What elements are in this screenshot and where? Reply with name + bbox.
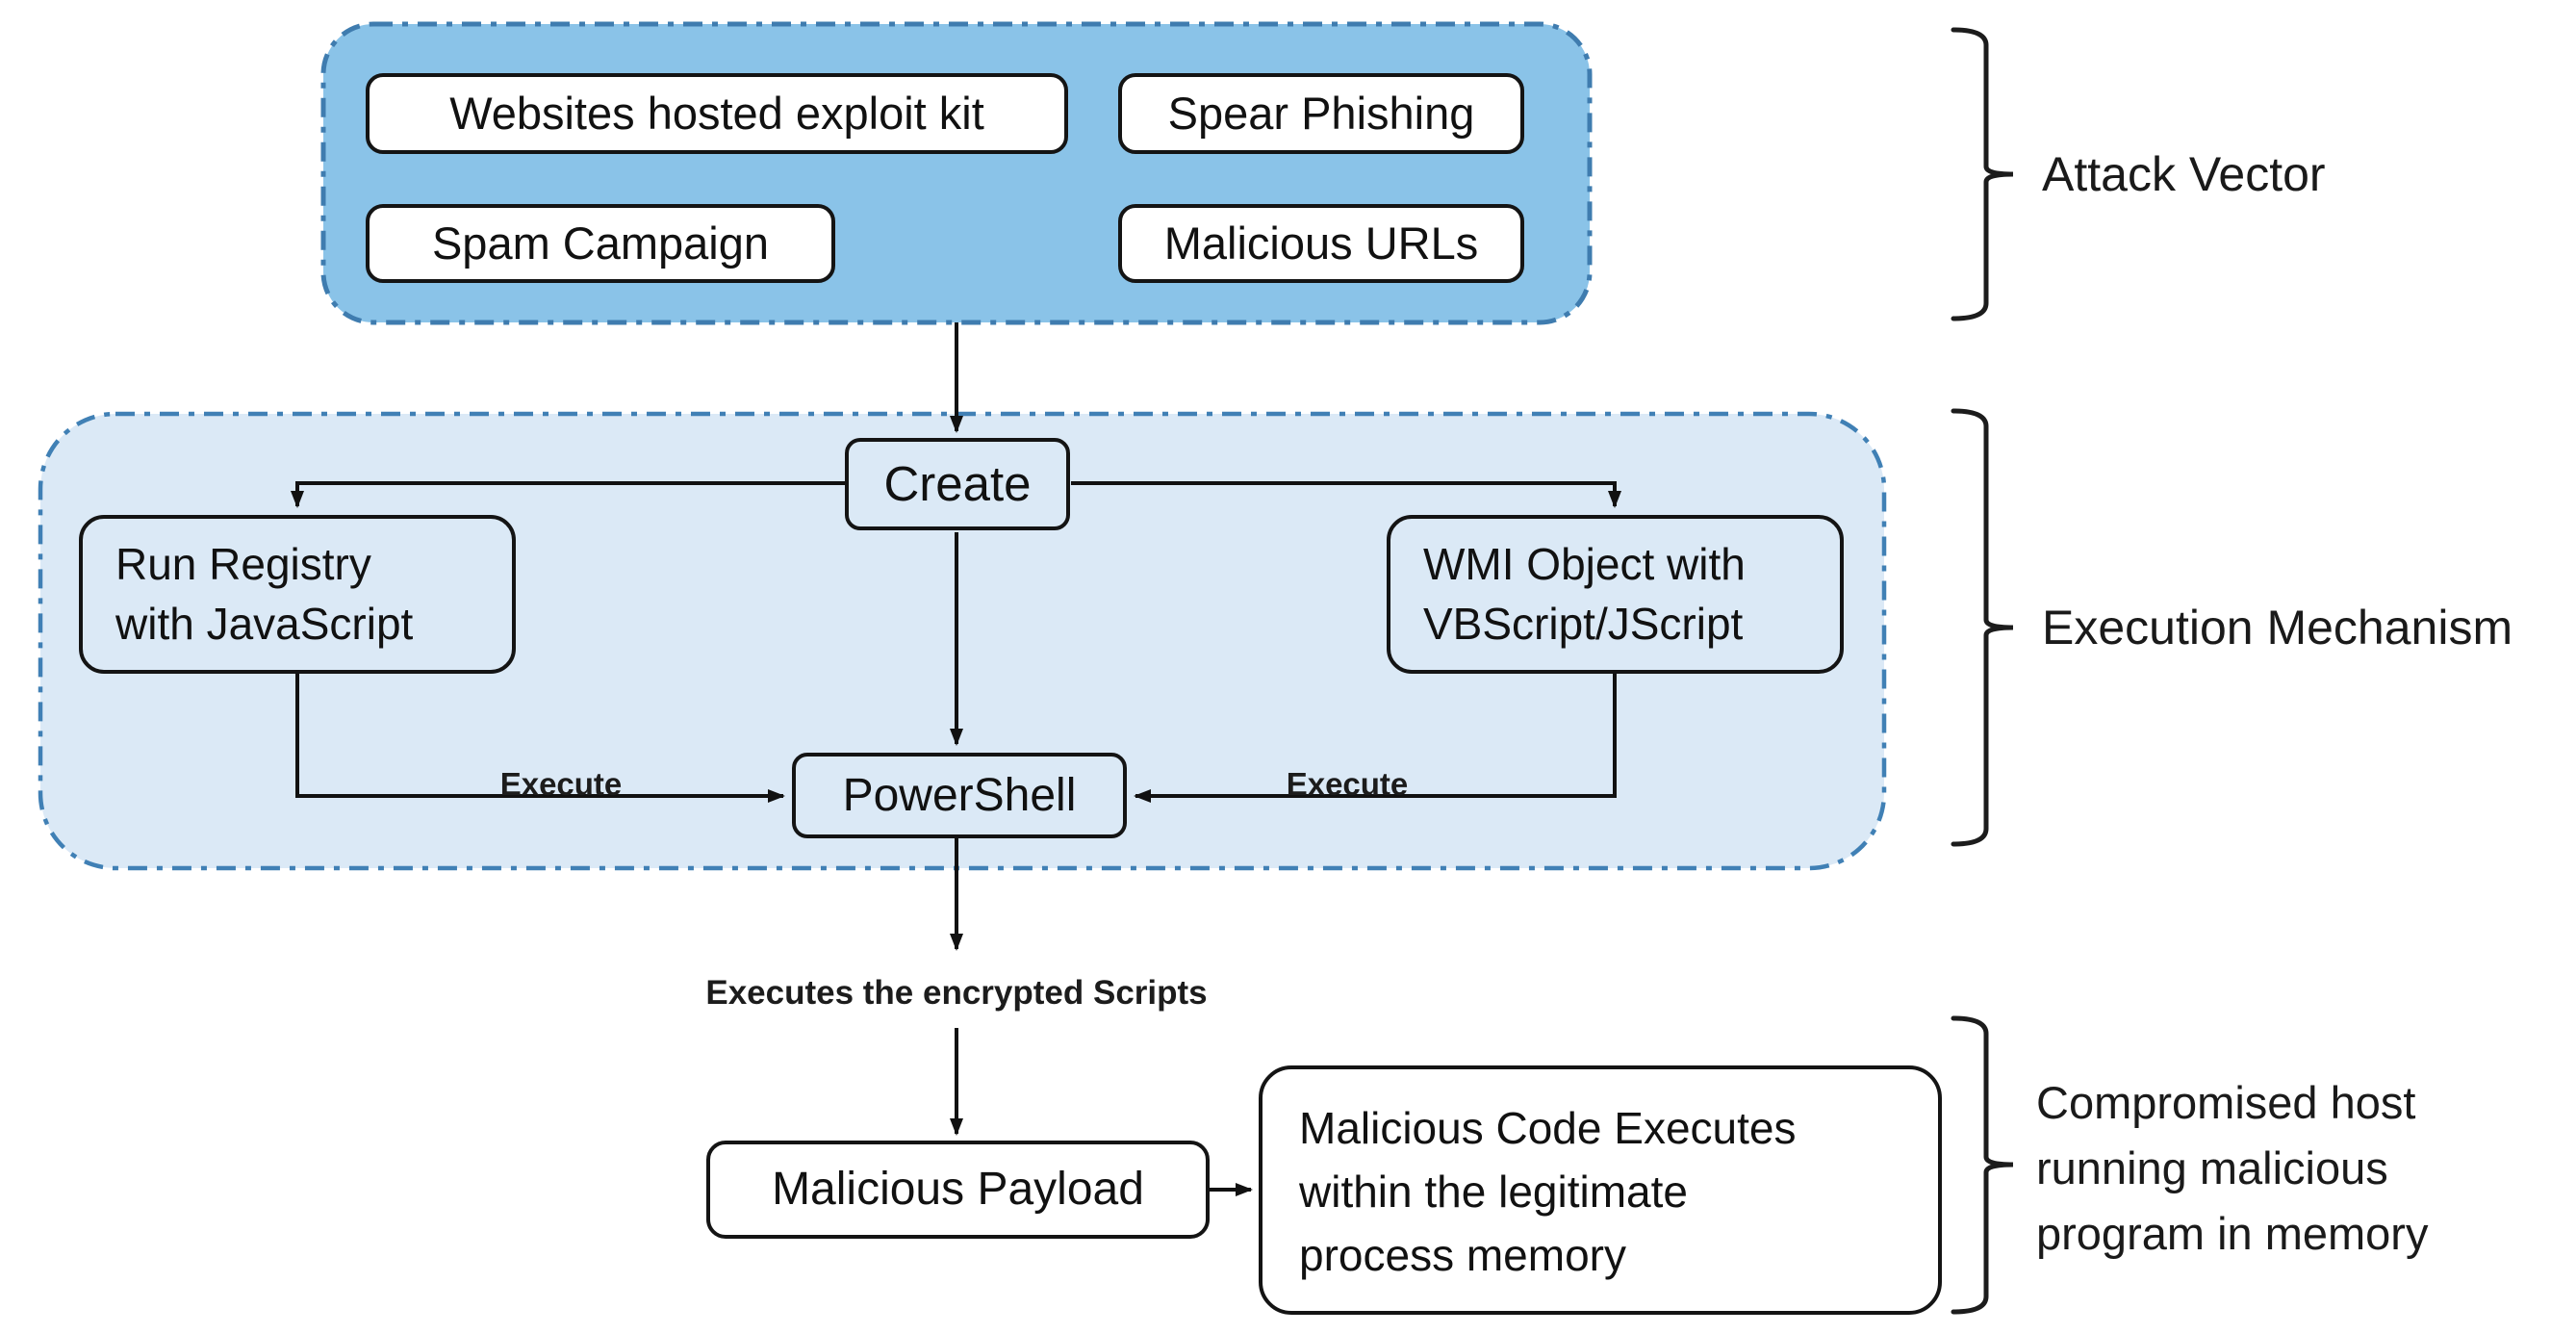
edge-label-execute-left: Execute	[499, 766, 623, 802]
label-execution-mechanism: Execution Mechanism	[2042, 601, 2513, 654]
node-malicious-code-executes: Malicious Code Executes within the legit…	[1259, 1065, 1942, 1315]
label-compromised-host-line3: program in memory	[2036, 1208, 2429, 1259]
node-malicious-code-line2: within the legitimate	[1299, 1167, 1688, 1217]
node-malicious-urls: Malicious URLs	[1118, 204, 1524, 283]
node-powershell: PowerShell	[792, 753, 1127, 838]
node-websites-hosted-exploit-kit: Websites hosted exploit kit	[366, 73, 1068, 154]
label-compromised-host: Compromised host running malicious progr…	[2036, 1070, 2428, 1267]
node-wmi-object-line1: WMI Object with	[1423, 539, 1746, 589]
node-spam-campaign: Spam Campaign	[366, 204, 835, 283]
arrow-wmi-to-powershell	[1134, 674, 1617, 803]
node-run-registry-line2: with JavaScript	[115, 599, 414, 649]
node-malicious-payload: Malicious Payload	[706, 1141, 1210, 1239]
bracket-execution-mechanism	[1951, 408, 2014, 847]
arrow-create-to-wmi	[1071, 481, 1621, 508]
node-wmi-object: WMI Object with VBScript/JScript	[1387, 515, 1844, 674]
label-compromised-host-line2: running malicious	[2036, 1142, 2388, 1193]
arrow-runregistry-to-powershell	[295, 674, 785, 803]
arrow-create-to-runregistry	[291, 481, 845, 508]
edge-label-executes-encrypted-scripts: Executes the encrypted Scripts	[705, 974, 1208, 1012]
label-compromised-host-line1: Compromised host	[2036, 1077, 2416, 1128]
node-malicious-code-line1: Malicious Code Executes	[1299, 1103, 1797, 1153]
bracket-compromised-host	[1951, 1015, 2014, 1315]
node-create: Create	[845, 438, 1070, 530]
node-spear-phishing: Spear Phishing	[1118, 73, 1524, 154]
edge-label-execute-right: Execute	[1286, 766, 1409, 802]
node-run-registry: Run Registry with JavaScript	[79, 515, 516, 674]
node-run-registry-line1: Run Registry	[115, 539, 371, 589]
node-wmi-object-line2: VBScript/JScript	[1423, 599, 1744, 649]
bracket-attack-vector	[1951, 27, 2014, 321]
label-attack-vector: Attack Vector	[2042, 147, 2326, 201]
node-malicious-code-line3: process memory	[1299, 1230, 1626, 1280]
